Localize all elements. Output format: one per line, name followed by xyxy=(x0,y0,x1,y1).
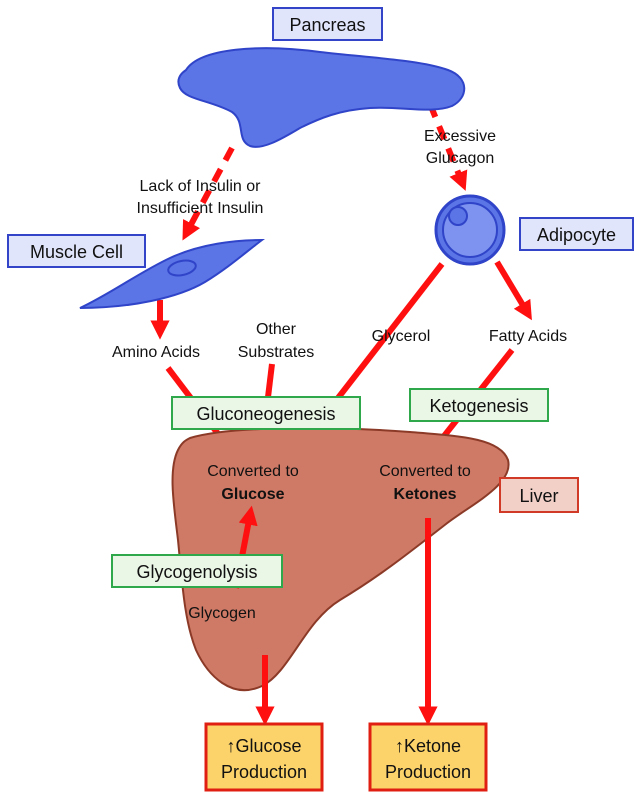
ketone-production-box: ↑Ketone Production xyxy=(368,722,488,792)
glycogenolysis-box: Glycogenolysis xyxy=(111,554,283,588)
gluconeogenesis-box: Gluconeogenesis xyxy=(171,396,361,430)
glycerol-label: Glycerol xyxy=(372,328,431,345)
excessive-glucagon-line1: Excessive xyxy=(424,128,496,145)
glucose-label: Glucose xyxy=(221,486,284,503)
pancreas-organ xyxy=(177,47,466,148)
ketone-production-line2: Production xyxy=(385,762,471,782)
converted-to-ketones-line1: Converted to xyxy=(379,463,471,480)
lack-insulin-line2: Insufficient Insulin xyxy=(137,200,264,217)
converted-to-glucose-line1: Converted to xyxy=(207,463,299,480)
arrow-adipocyte-to-fatty xyxy=(494,260,532,321)
adipocyte-organ xyxy=(434,194,506,266)
lack-insulin-line1: Lack of Insulin or xyxy=(140,178,262,195)
liver-organ xyxy=(171,427,510,692)
glucose-production-line2: Production xyxy=(221,762,307,782)
ketones-label: Ketones xyxy=(393,486,456,503)
ketone-production-line1: ↑Ketone xyxy=(395,736,461,756)
liver-box: Liver xyxy=(499,477,579,513)
glucose-production-line1: ↑Glucose xyxy=(226,736,301,756)
adipocyte-box: Adipocyte xyxy=(519,217,634,251)
excessive-glucagon-line2: Glucagon xyxy=(426,150,495,167)
glycogenolysis-label: Glycogenolysis xyxy=(136,562,257,582)
fatty-acids-label: Fatty Acids xyxy=(489,328,567,345)
muscle-cell-box: Muscle Cell xyxy=(7,234,146,268)
liver-label: Liver xyxy=(519,486,558,506)
glycogen-label: Glycogen xyxy=(188,605,256,622)
pancreas-label: Pancreas xyxy=(289,15,365,35)
ketogenesis-label: Ketogenesis xyxy=(429,396,528,416)
ketogenesis-box: Ketogenesis xyxy=(409,388,549,422)
other-substrates-line1: Other xyxy=(256,321,297,338)
glucose-production-box: ↑Glucose Production xyxy=(204,722,324,792)
pancreas-box: Pancreas xyxy=(272,7,383,41)
amino-acids-label: Amino Acids xyxy=(112,344,200,361)
gluconeogenesis-label: Gluconeogenesis xyxy=(196,404,335,424)
adipocyte-label: Adipocyte xyxy=(537,225,616,245)
muscle-cell-label: Muscle Cell xyxy=(30,242,123,262)
arrow-pancreas-to-muscle xyxy=(182,146,235,241)
other-substrates-line2: Substrates xyxy=(238,344,314,361)
muscle-cell-organ xyxy=(79,238,266,309)
